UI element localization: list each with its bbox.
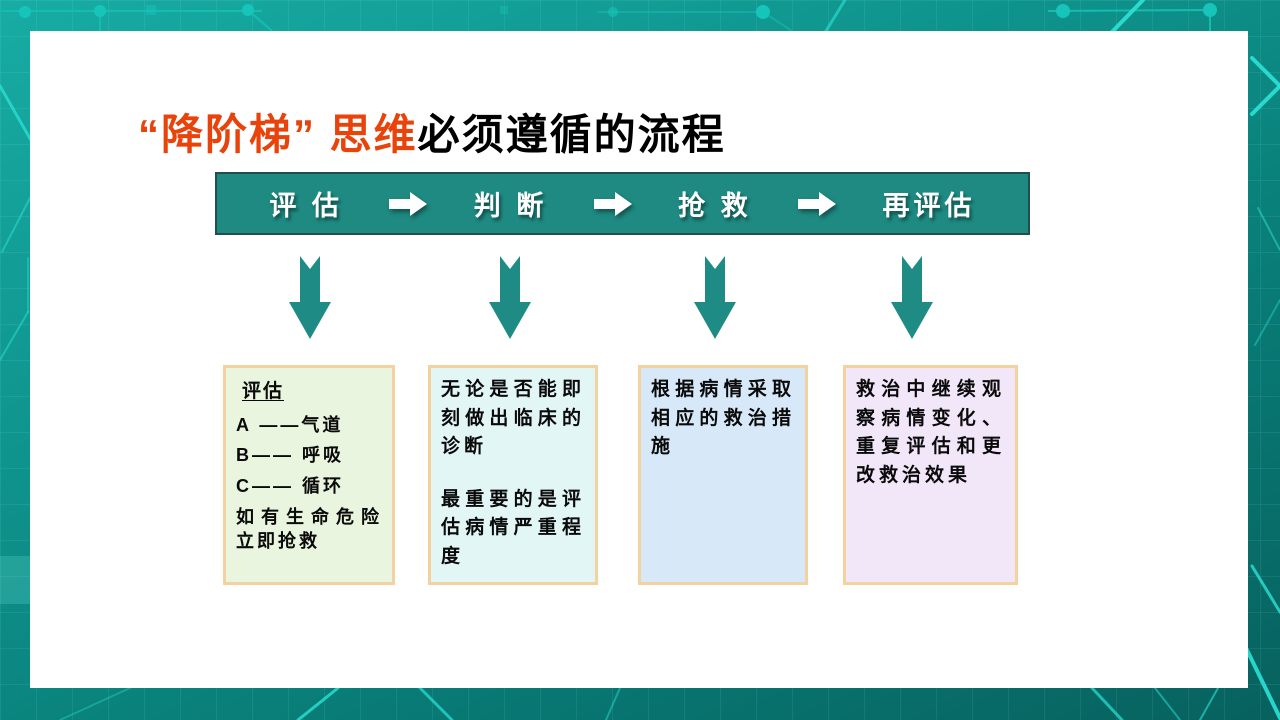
title-rest: 必须遵循的流程 bbox=[417, 111, 726, 159]
slide-canvas: “降阶梯” 思维必须遵循的流程 评 估 判 断 抢 救 再评估 评估 A ——气… bbox=[30, 31, 1248, 688]
right-arrow-icon bbox=[389, 191, 428, 217]
assessment-box: 评估 A ——气道 B—— 呼吸 C—— 循环 如有生命危险立即抢救 bbox=[223, 365, 395, 585]
judgement-box: 无论是否能即刻做出临床的诊断 最重要的是评估病情严重程度 bbox=[428, 365, 598, 585]
rescue-box: 根据病情采取相应的救治措施 bbox=[638, 365, 808, 585]
rescue-paragraph: 根据病情采取相应的救治措施 bbox=[651, 379, 795, 457]
right-arrow-icon bbox=[798, 191, 837, 217]
flow-step-bar: 评 估 判 断 抢 救 再评估 bbox=[215, 172, 1030, 235]
flow-step-judge: 判 断 bbox=[473, 191, 548, 221]
glow-band bbox=[0, 556, 30, 604]
down-arrow-icon bbox=[288, 256, 332, 340]
network-dots bbox=[19, 3, 1217, 19]
title-highlight: “降阶梯” 思维 bbox=[138, 111, 418, 159]
breathing-line: B—— 呼吸 bbox=[236, 445, 344, 466]
reassessment-box: 救治中继续观察病情变化、重复评估和更改救治效果 bbox=[843, 365, 1018, 585]
right-arrow-icon bbox=[593, 191, 632, 217]
flow-step-rescue: 抢 救 bbox=[678, 191, 752, 221]
danger-rescue-line: 如有生命危险立即抢救 bbox=[236, 507, 382, 551]
down-arrow-icon bbox=[488, 256, 532, 340]
page-title: “降阶梯” 思维必须遵循的流程 bbox=[138, 101, 726, 162]
assessment-box-heading: 评估 bbox=[242, 381, 285, 402]
circulation-line: C—— 循环 bbox=[236, 475, 344, 496]
airway-line: A ——气道 bbox=[236, 415, 344, 435]
down-arrow-icon bbox=[693, 256, 737, 340]
judgement-paragraph-1: 无论是否能即刻做出临床的诊断 bbox=[441, 379, 585, 457]
reassessment-paragraph: 救治中继续观察病情变化、重复评估和更改救治效果 bbox=[856, 379, 1005, 486]
flow-step-reassess: 再评估 bbox=[882, 191, 976, 221]
flow-step-assess: 评 估 bbox=[269, 191, 343, 221]
judgement-paragraph-2: 最重要的是评估病情严重程度 bbox=[441, 488, 585, 567]
down-arrow-icon bbox=[890, 256, 934, 340]
